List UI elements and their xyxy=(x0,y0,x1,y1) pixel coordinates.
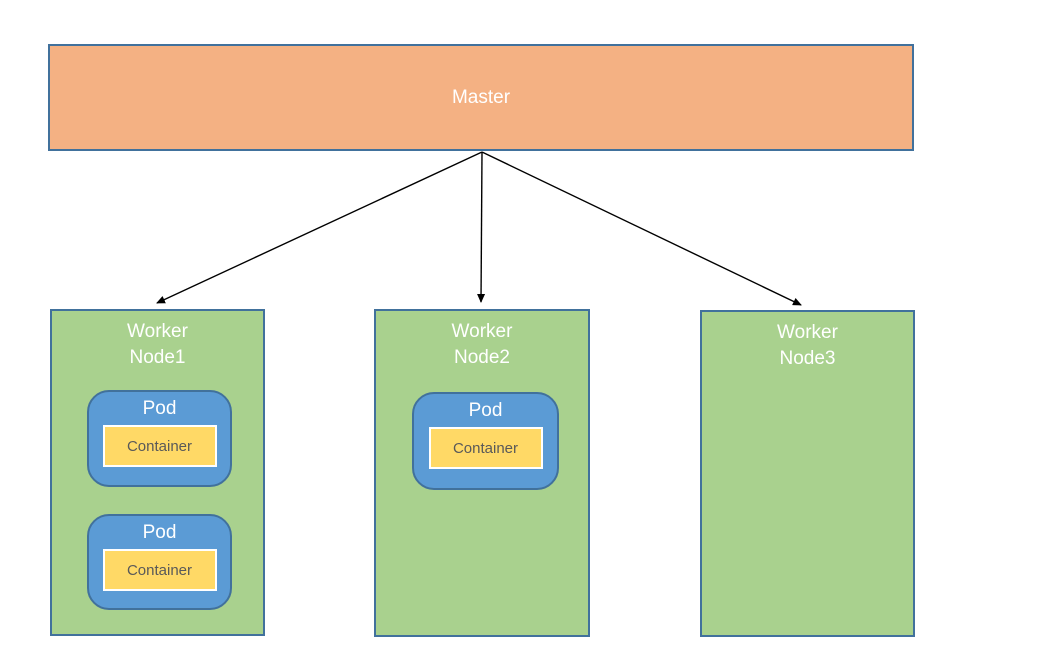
worker-node1-title-line2: Node1 xyxy=(129,347,186,368)
container-label: Container xyxy=(452,439,519,457)
container-label: Container xyxy=(126,561,193,579)
master-node-box: Master xyxy=(48,44,914,151)
worker-node2-title-line2: Node2 xyxy=(454,347,510,368)
worker-node3-box: Worker Node3 xyxy=(700,310,915,637)
worker-node1-box: Worker Node1 Pod Container Pod Container xyxy=(50,309,265,636)
pod-box: Pod Container xyxy=(87,390,232,487)
worker-node2-title: Worker Node2 xyxy=(376,319,588,371)
worker-node2-box: Worker Node2 Pod Container xyxy=(374,309,590,637)
pod-label: Pod xyxy=(468,400,503,421)
worker-node3-title-line1: Worker xyxy=(777,322,838,343)
container-label: Container xyxy=(126,437,193,455)
worker-node2-title-line1: Worker xyxy=(451,321,513,342)
worker-node1-title-line1: Worker xyxy=(127,321,188,342)
master-label: Master xyxy=(451,86,511,108)
pod-label: Pod xyxy=(142,398,177,419)
arrow-master-to-node2 xyxy=(477,151,486,303)
container-box: Container xyxy=(102,425,217,467)
worker-node3-title: Worker Node3 xyxy=(702,320,913,372)
container-box: Container xyxy=(102,549,217,591)
arrow-master-to-node3 xyxy=(481,151,802,306)
pod-box: Pod Container xyxy=(87,514,232,610)
container-box: Container xyxy=(428,427,543,469)
worker-node1-title: Worker Node1 xyxy=(52,319,263,371)
pod-label: Pod xyxy=(142,522,177,543)
pod-box: Pod Container xyxy=(412,392,559,490)
arrow-master-to-node1 xyxy=(156,151,483,304)
worker-node3-title-line2: Node3 xyxy=(779,348,836,369)
